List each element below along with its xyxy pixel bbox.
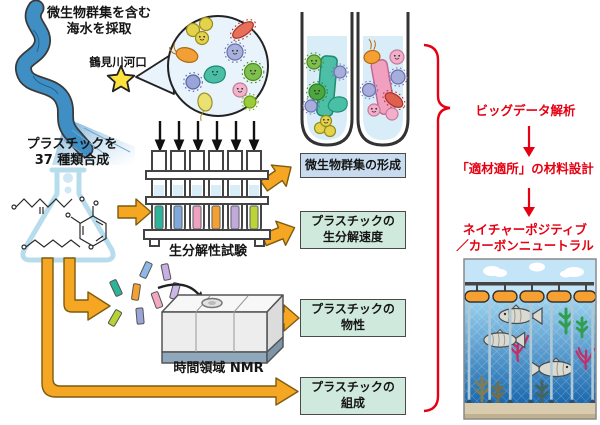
- sampling-star-icon: [106, 65, 136, 93]
- flask-illustration: [11, 167, 116, 263]
- output-box-composition: プラスチックの 組成: [300, 377, 406, 415]
- microbe-icons: [168, 16, 265, 122]
- red-brace: [423, 43, 451, 413]
- assay-label: 生分解性試験: [168, 244, 247, 259]
- buoy-icons: [464, 290, 597, 303]
- cloud-icons: [483, 262, 584, 278]
- output-box-properties: プラスチックの 物性: [300, 299, 406, 337]
- output-box-biodegradation: プラスチックの 生分解速度: [300, 211, 406, 249]
- location-label: 鶴見川河口: [89, 55, 147, 69]
- flow-arrow-to-nmr: [63, 257, 111, 321]
- inoculation-arrows-icon: [154, 121, 260, 153]
- output-box-community: 微生物群集の形成: [300, 153, 406, 178]
- enrichment-tubes-illustration: [300, 12, 410, 147]
- microbe-bubble: [106, 15, 269, 122]
- nmr-instrument-illustration: [161, 294, 284, 364]
- analysis-step-material-design: 「適材適所」の材料設計: [456, 161, 594, 176]
- analysis-arrow-2: [523, 188, 535, 217]
- nmr-label: 時間領域 NMR: [173, 361, 264, 376]
- analysis-step-goal: ネイチャーポジティブ ／カーボンニュートラル: [456, 222, 594, 254]
- river-illustration: [15, 0, 135, 165]
- net-ropes: [467, 301, 594, 402]
- analysis-arrow-1: [523, 126, 535, 157]
- sampling-caption: 微生物群集を含む 海水を採取: [46, 6, 151, 38]
- test-tube-rack-illustration: [143, 150, 271, 247]
- synthesis-caption: プラスチックを 37 種類合成: [26, 137, 118, 169]
- chemical-structure-icon: [11, 196, 107, 250]
- analysis-step-bigdata: ビッグデータ解析: [475, 103, 576, 118]
- flow-arrow-to-composition: [41, 257, 299, 406]
- ocean-net-illustration: [463, 258, 597, 420]
